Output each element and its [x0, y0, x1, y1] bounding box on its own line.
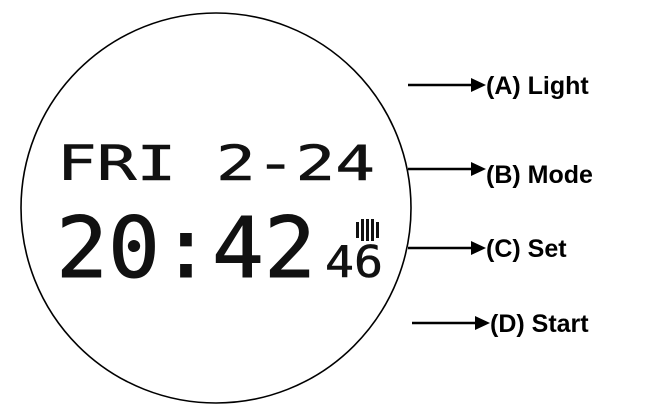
start-button-label: (D) Start — [490, 310, 589, 338]
light-button-label: (A) Light — [486, 72, 589, 100]
arrow-head — [475, 316, 490, 330]
sound-waves-icon — [356, 219, 379, 241]
arrow-head — [471, 162, 486, 176]
mode-button-label: (B) Mode — [486, 161, 593, 189]
button-callout-a: (A) Light — [408, 72, 589, 100]
time-display: 20:42 — [56, 199, 316, 297]
seconds-display: 46 — [325, 237, 383, 288]
arrow-head — [471, 78, 486, 92]
button-callout-d: (D) Start — [412, 310, 589, 338]
button-callout-c: (C) Set — [408, 235, 567, 263]
button-callout-b: (B) Mode — [408, 161, 593, 189]
set-button-label: (C) Set — [486, 235, 567, 263]
watch-face — [20, 12, 412, 404]
arrow-head — [471, 241, 486, 255]
date-display: FRI 2-24 — [57, 136, 375, 192]
